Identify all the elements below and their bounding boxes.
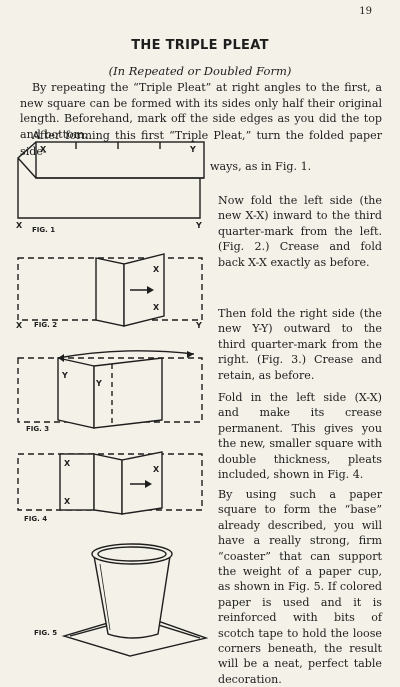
step-2-text: Now fold the left side (the new X-X) inw… xyxy=(218,194,382,269)
fig-2-caption: FIG. 2 xyxy=(34,321,58,329)
fig2-x-mark: X xyxy=(153,265,160,274)
subtitle: (In Repeated or Doubled Form) xyxy=(108,64,292,78)
fig-4-caption: FIG. 4 xyxy=(24,515,48,523)
figure-1: X Y X Y xyxy=(16,141,205,230)
intro-paragraph: By repeating the “Triple Pleat” at right… xyxy=(20,81,382,141)
fig-3-caption: FIG. 3 xyxy=(26,425,50,433)
fig2-x-mark-bottom: X xyxy=(16,321,23,330)
fig-1-caption: FIG. 1 xyxy=(32,226,56,234)
step-3-text: Then fold the right side (the new Y-Y) o… xyxy=(218,307,382,382)
figure-4: X X X xyxy=(17,451,203,515)
figure-5 xyxy=(61,543,209,657)
fig3-y-mark-2: Y xyxy=(95,379,102,388)
fig2-x-mark-lower: X xyxy=(153,303,160,312)
figure-3: Y Y xyxy=(17,350,203,429)
step-4-text: Fold in the left side (X-X) and make its… xyxy=(218,391,382,482)
fig4-x-mark-right: X xyxy=(153,465,160,474)
intro-paragraph-2-cont: ways, as in Fig. 1. xyxy=(210,160,312,173)
fig2-y-mark-bottom: Y xyxy=(195,321,202,330)
fig4-x-mark: X xyxy=(64,459,71,468)
page-number: 19 xyxy=(359,6,372,17)
fig1-y-mark: Y xyxy=(189,145,196,154)
fig1-x-mark-bottom: X xyxy=(16,221,23,230)
fig3-y-mark: Y xyxy=(61,371,68,380)
fig4-x-mark-lower: X xyxy=(64,497,71,506)
step-5-text: By using such a paper square to form the… xyxy=(218,488,382,686)
figure-2: X X X Y xyxy=(16,253,203,330)
page-title: THE TRIPLE PLEAT xyxy=(131,38,269,53)
fig-5-caption: FIG. 5 xyxy=(34,629,58,637)
fig1-x-mark: X xyxy=(40,145,47,154)
fig1-y-mark-bottom: Y xyxy=(195,221,202,230)
intro-paragraph-2: After forming this first “Triple Pleat,”… xyxy=(20,129,382,158)
